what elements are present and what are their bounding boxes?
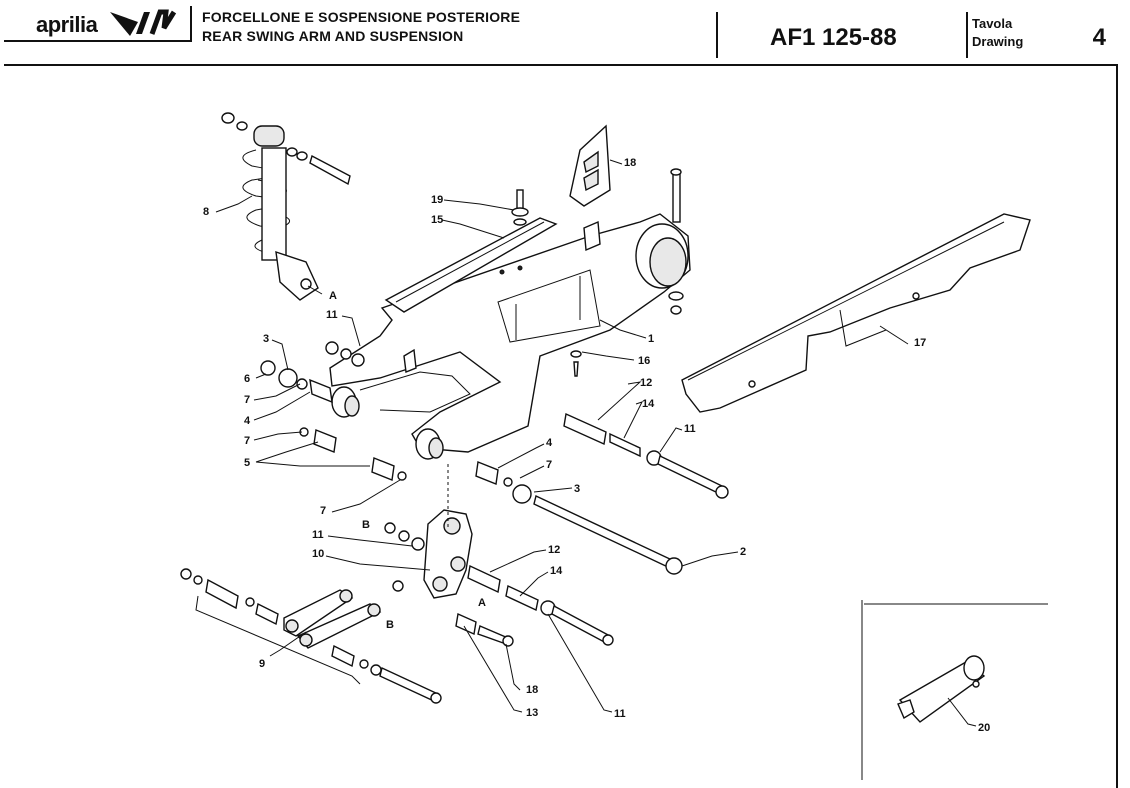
callout-labels: 8 A 11 3 6 7 4 7 5 7 19 15 18 1 16 12 14… [203,157,990,734]
callout-10: 10 [312,548,324,560]
brand-name: aprilia [36,12,98,37]
model-code-box: AF1 125-88 [716,12,968,58]
tool-inset [861,600,1048,780]
linkage-rods [180,568,442,704]
leader-lines [215,159,977,727]
callout-7: 7 [546,459,552,471]
callout-7: 7 [244,394,250,406]
callout-13: 13 [526,707,538,719]
callout-11: 11 [326,309,338,321]
callout-4: 4 [546,437,553,449]
drawing-label-italian: Tavola [972,16,1013,31]
rocker-link [384,509,473,599]
callout-14: 14 [550,565,563,577]
model-code: AF1 125-88 [770,24,897,51]
callout-ref-b: B [386,619,394,631]
callout-4: 4 [244,415,251,427]
callout-ref-a: A [478,597,486,609]
callout-14: 14 [642,398,655,410]
callout-5: 5 [244,457,250,469]
callout-17: 17 [914,337,926,349]
callout-3: 3 [263,333,269,345]
callout-12: 12 [548,544,560,556]
callout-11: 11 [614,708,626,720]
frame-right-border [1116,64,1118,788]
callout-15: 15 [431,214,443,226]
callout-11: 11 [684,423,696,435]
drawing-number: 4 [1092,24,1106,51]
callout-7: 7 [320,505,326,517]
chain-slider [384,217,558,313]
upper-bolts [511,168,684,377]
rear-shock-absorber [221,112,351,301]
drawing-number-box: Tavola Drawing 4 [966,12,1118,62]
drawing-title: FORCELLONE E SOSPENSIONE POSTERIORE REAR… [192,6,716,54]
callout-ref-a: A [329,290,337,302]
callout-7: 7 [244,435,250,447]
title-english: REAR SWING ARM AND SUSPENSION [202,28,464,44]
swing-arm [329,213,691,460]
callout-2: 2 [740,546,746,558]
callout-16: 16 [638,355,650,367]
brand-emblem-icon [110,9,177,36]
callout-20: 20 [978,722,990,734]
callout-18: 18 [624,157,636,169]
brand-logo: aprilia [4,6,192,42]
guard-plate [569,124,611,207]
drawing-label-english: Drawing [972,34,1024,49]
callout-19: 19 [431,194,443,206]
callout-1: 1 [648,333,654,345]
callout-18: 18 [526,684,538,696]
rocker-hardware [455,564,614,647]
swing-arm-spindle [533,495,683,575]
right-pivot-hardware [475,412,729,504]
callout-9: 9 [259,658,265,670]
callout-3: 3 [574,483,580,495]
callout-6: 6 [244,373,250,385]
chain-guard [681,213,1031,413]
callout-11: 11 [312,529,324,541]
callout-ref-b: B [362,519,370,531]
callout-12: 12 [640,377,652,389]
callout-8: 8 [203,206,209,218]
title-block-header: aprilia FORCELLONE E SOSPENSIONE POSTERI… [4,6,1118,66]
title-italian: FORCELLONE E SOSPENSIONE POSTERIORE [202,9,521,25]
